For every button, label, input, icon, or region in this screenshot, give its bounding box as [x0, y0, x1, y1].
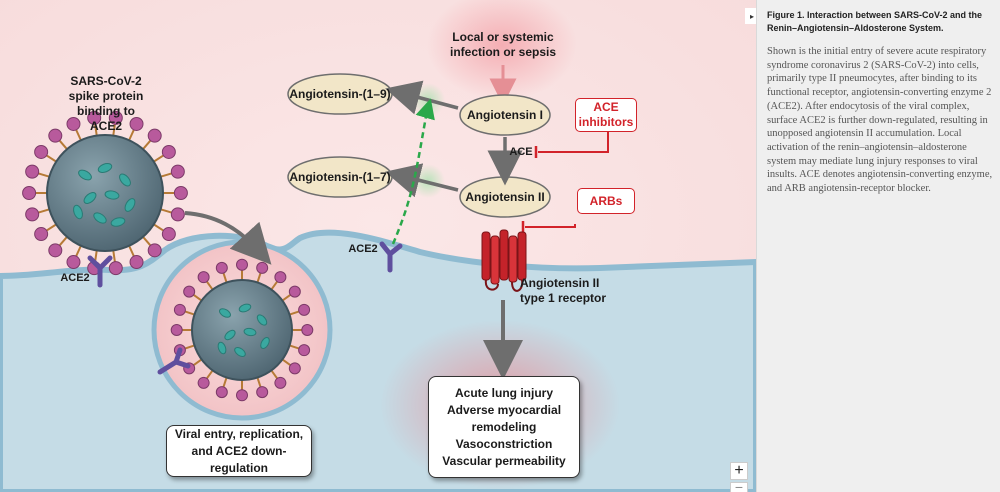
arbs-box: ARBs — [577, 188, 635, 214]
ace2-receptor-right — [379, 241, 403, 273]
infection-label: Local or systemic infection or sepsis — [449, 30, 557, 59]
ace2-receptor-left — [87, 255, 113, 288]
virus-rna-top — [73, 163, 136, 227]
ace2-receptor-vesicle — [157, 347, 191, 375]
arb-inhibitor-line — [525, 224, 576, 228]
zoom-out-button[interactable]: − — [730, 482, 748, 492]
virus-rna-vesicle — [217, 303, 270, 357]
caption-title: Figure 1. Interaction between SARS-CoV-2… — [767, 10, 983, 33]
arrow-virus-to-vesicle — [184, 211, 272, 265]
virus-particle-vesicle — [191, 279, 293, 381]
caption-body: Shown is the initial entry of severe acu… — [767, 46, 993, 195]
receptor-label: Angiotensin II type 1 receptor — [520, 276, 607, 305]
ace2-label-right: ACE2 — [348, 243, 378, 255]
ang-1-7-label: Angiotensin-(1–7) — [289, 170, 391, 184]
ang-1-9-label: Angiotensin-(1–9) — [289, 87, 391, 101]
ang-i-label: Angiotensin I — [467, 108, 543, 122]
ang-ii-label: Angiotensin II — [465, 190, 545, 204]
at1-receptor — [481, 229, 527, 292]
triangle-right-icon: ▸ — [749, 11, 754, 21]
effects-box: Acute lung injury Adverse myocardial rem… — [428, 376, 580, 478]
zoom-in-button[interactable]: + — [730, 462, 748, 480]
figure-pane: SARS-CoV-2 spike protein binding to ACE2… — [0, 0, 756, 492]
viral-entry-box: Viral entry, replication, and ACE2 down-… — [166, 425, 312, 477]
caption-panel: Figure 1. Interaction between SARS-CoV-2… — [756, 0, 1000, 492]
panel-collapse-toggle[interactable]: ▸ — [745, 8, 759, 24]
ang-i-oval — [459, 94, 551, 136]
infection-glow — [427, 0, 577, 100]
ace2-label-left: ACE2 — [60, 272, 90, 284]
ace2-dashed-path — [391, 98, 435, 245]
virus-spikes-vesicle — [170, 258, 314, 402]
ace-inhibitors-box: ACE inhibitors — [575, 98, 637, 132]
ace-label: ACE — [509, 146, 533, 158]
virus-label: SARS-CoV-2 spike protein binding to ACE2 — [68, 74, 144, 133]
ace-inhibitor-line — [538, 128, 609, 153]
arrow-ang-ii-to-1-7 — [385, 163, 459, 198]
